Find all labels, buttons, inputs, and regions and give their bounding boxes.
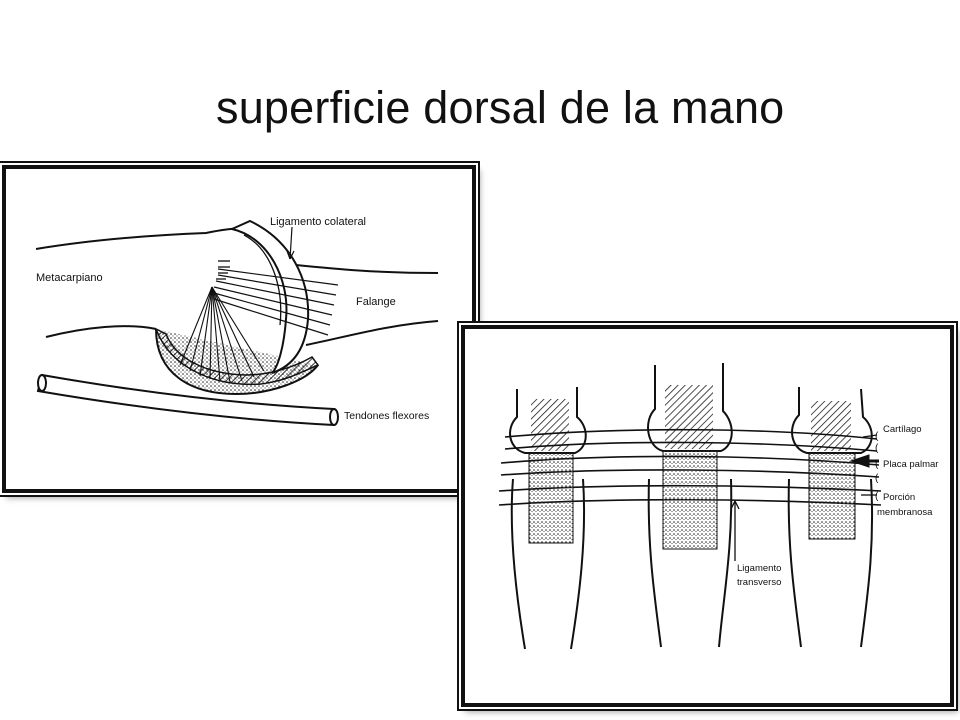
metacarpal-dorsal-outline [35, 227, 269, 250]
ligament-origin-ticks [216, 260, 230, 280]
slide-title: superficie dorsal de la mano [216, 82, 785, 133]
svg-text:(: ( [875, 443, 879, 454]
metacarpal-palmar-outline [45, 325, 157, 338]
svg-text:(: ( [875, 491, 879, 502]
metacarpal-heads [509, 363, 873, 454]
svg-text:(: ( [875, 473, 879, 484]
volar-plate-illustration: ( ( ( ( ( Cartílago Placa palmar Porción… [498, 363, 938, 650]
right-side-arrows [849, 434, 879, 496]
volar-plate-dorsal-figure: ( ( ( ( ( Cartílago Placa palmar Porción… [461, 325, 954, 707]
svg-text:(: ( [875, 431, 879, 442]
phalanx-dorsal-outline [295, 264, 439, 274]
label-ligamento: Ligamento [737, 563, 781, 574]
label-transverso: transverso [737, 577, 781, 588]
mcp-joint-lateral-figure: Ligamento colateral Metacarpiano Falange… [2, 165, 476, 493]
label-porcion: Porción [883, 492, 915, 503]
volar-plates [528, 450, 856, 550]
proximal-phalanx-base [228, 219, 310, 374]
bracket-marks: ( ( ( ( ( [875, 431, 879, 502]
label-placa-palmar: Placa palmar [883, 459, 938, 470]
proximal-phalanges [510, 478, 874, 650]
label-ligamento-colateral: Ligamento colateral [270, 216, 366, 228]
phalanx-palmar-outline [305, 320, 439, 346]
label-cartilago: Cartílago [883, 424, 922, 435]
label-membranosa: membranosa [877, 507, 933, 518]
leader-ligamento-colateral [289, 226, 293, 260]
label-falange: Falange [356, 296, 396, 308]
label-metacarpiano: Metacarpiano [36, 272, 103, 284]
mcp-joint-illustration: Ligamento colateral Metacarpiano Falange… [35, 216, 439, 427]
label-tendones-flexores: Tendones flexores [344, 410, 429, 422]
svg-text:(: ( [875, 459, 879, 470]
proper-collateral-ligament [213, 268, 339, 336]
